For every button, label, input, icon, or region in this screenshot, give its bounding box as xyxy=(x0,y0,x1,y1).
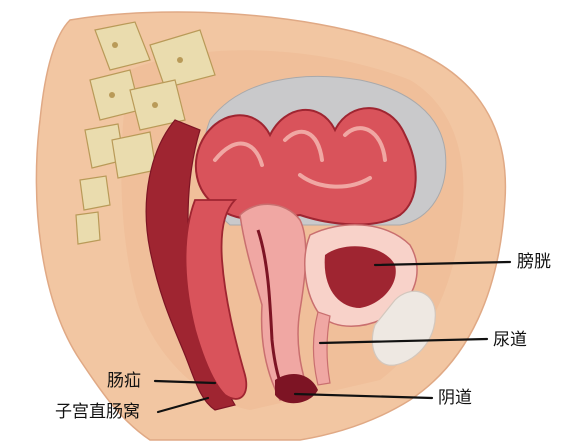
leader-rectocele xyxy=(153,379,217,385)
pubic-bone xyxy=(371,290,436,366)
leader-pouch xyxy=(156,396,210,414)
label-urethra: 尿道 xyxy=(493,330,527,350)
label-vagina: 阴道 xyxy=(438,388,472,408)
bladder-lumen xyxy=(324,246,396,308)
pouch-dark xyxy=(275,374,318,404)
uterus-fold-line xyxy=(256,229,287,396)
intestine-loop xyxy=(184,199,248,400)
leader-bladder xyxy=(373,260,512,267)
uterus-vagina-tissue xyxy=(239,203,312,401)
leader-urethra xyxy=(318,337,489,345)
label-bladder: 膀胱 xyxy=(517,252,551,272)
label-rectocele: 肠疝 xyxy=(107,371,141,391)
label-pouch: 子宫直肠窝 xyxy=(55,402,140,422)
leader-vagina xyxy=(293,392,434,400)
sacrum-bones xyxy=(75,21,216,245)
small-intestine xyxy=(194,107,417,226)
leader-lines xyxy=(153,260,512,414)
urethra-tube xyxy=(312,311,331,386)
